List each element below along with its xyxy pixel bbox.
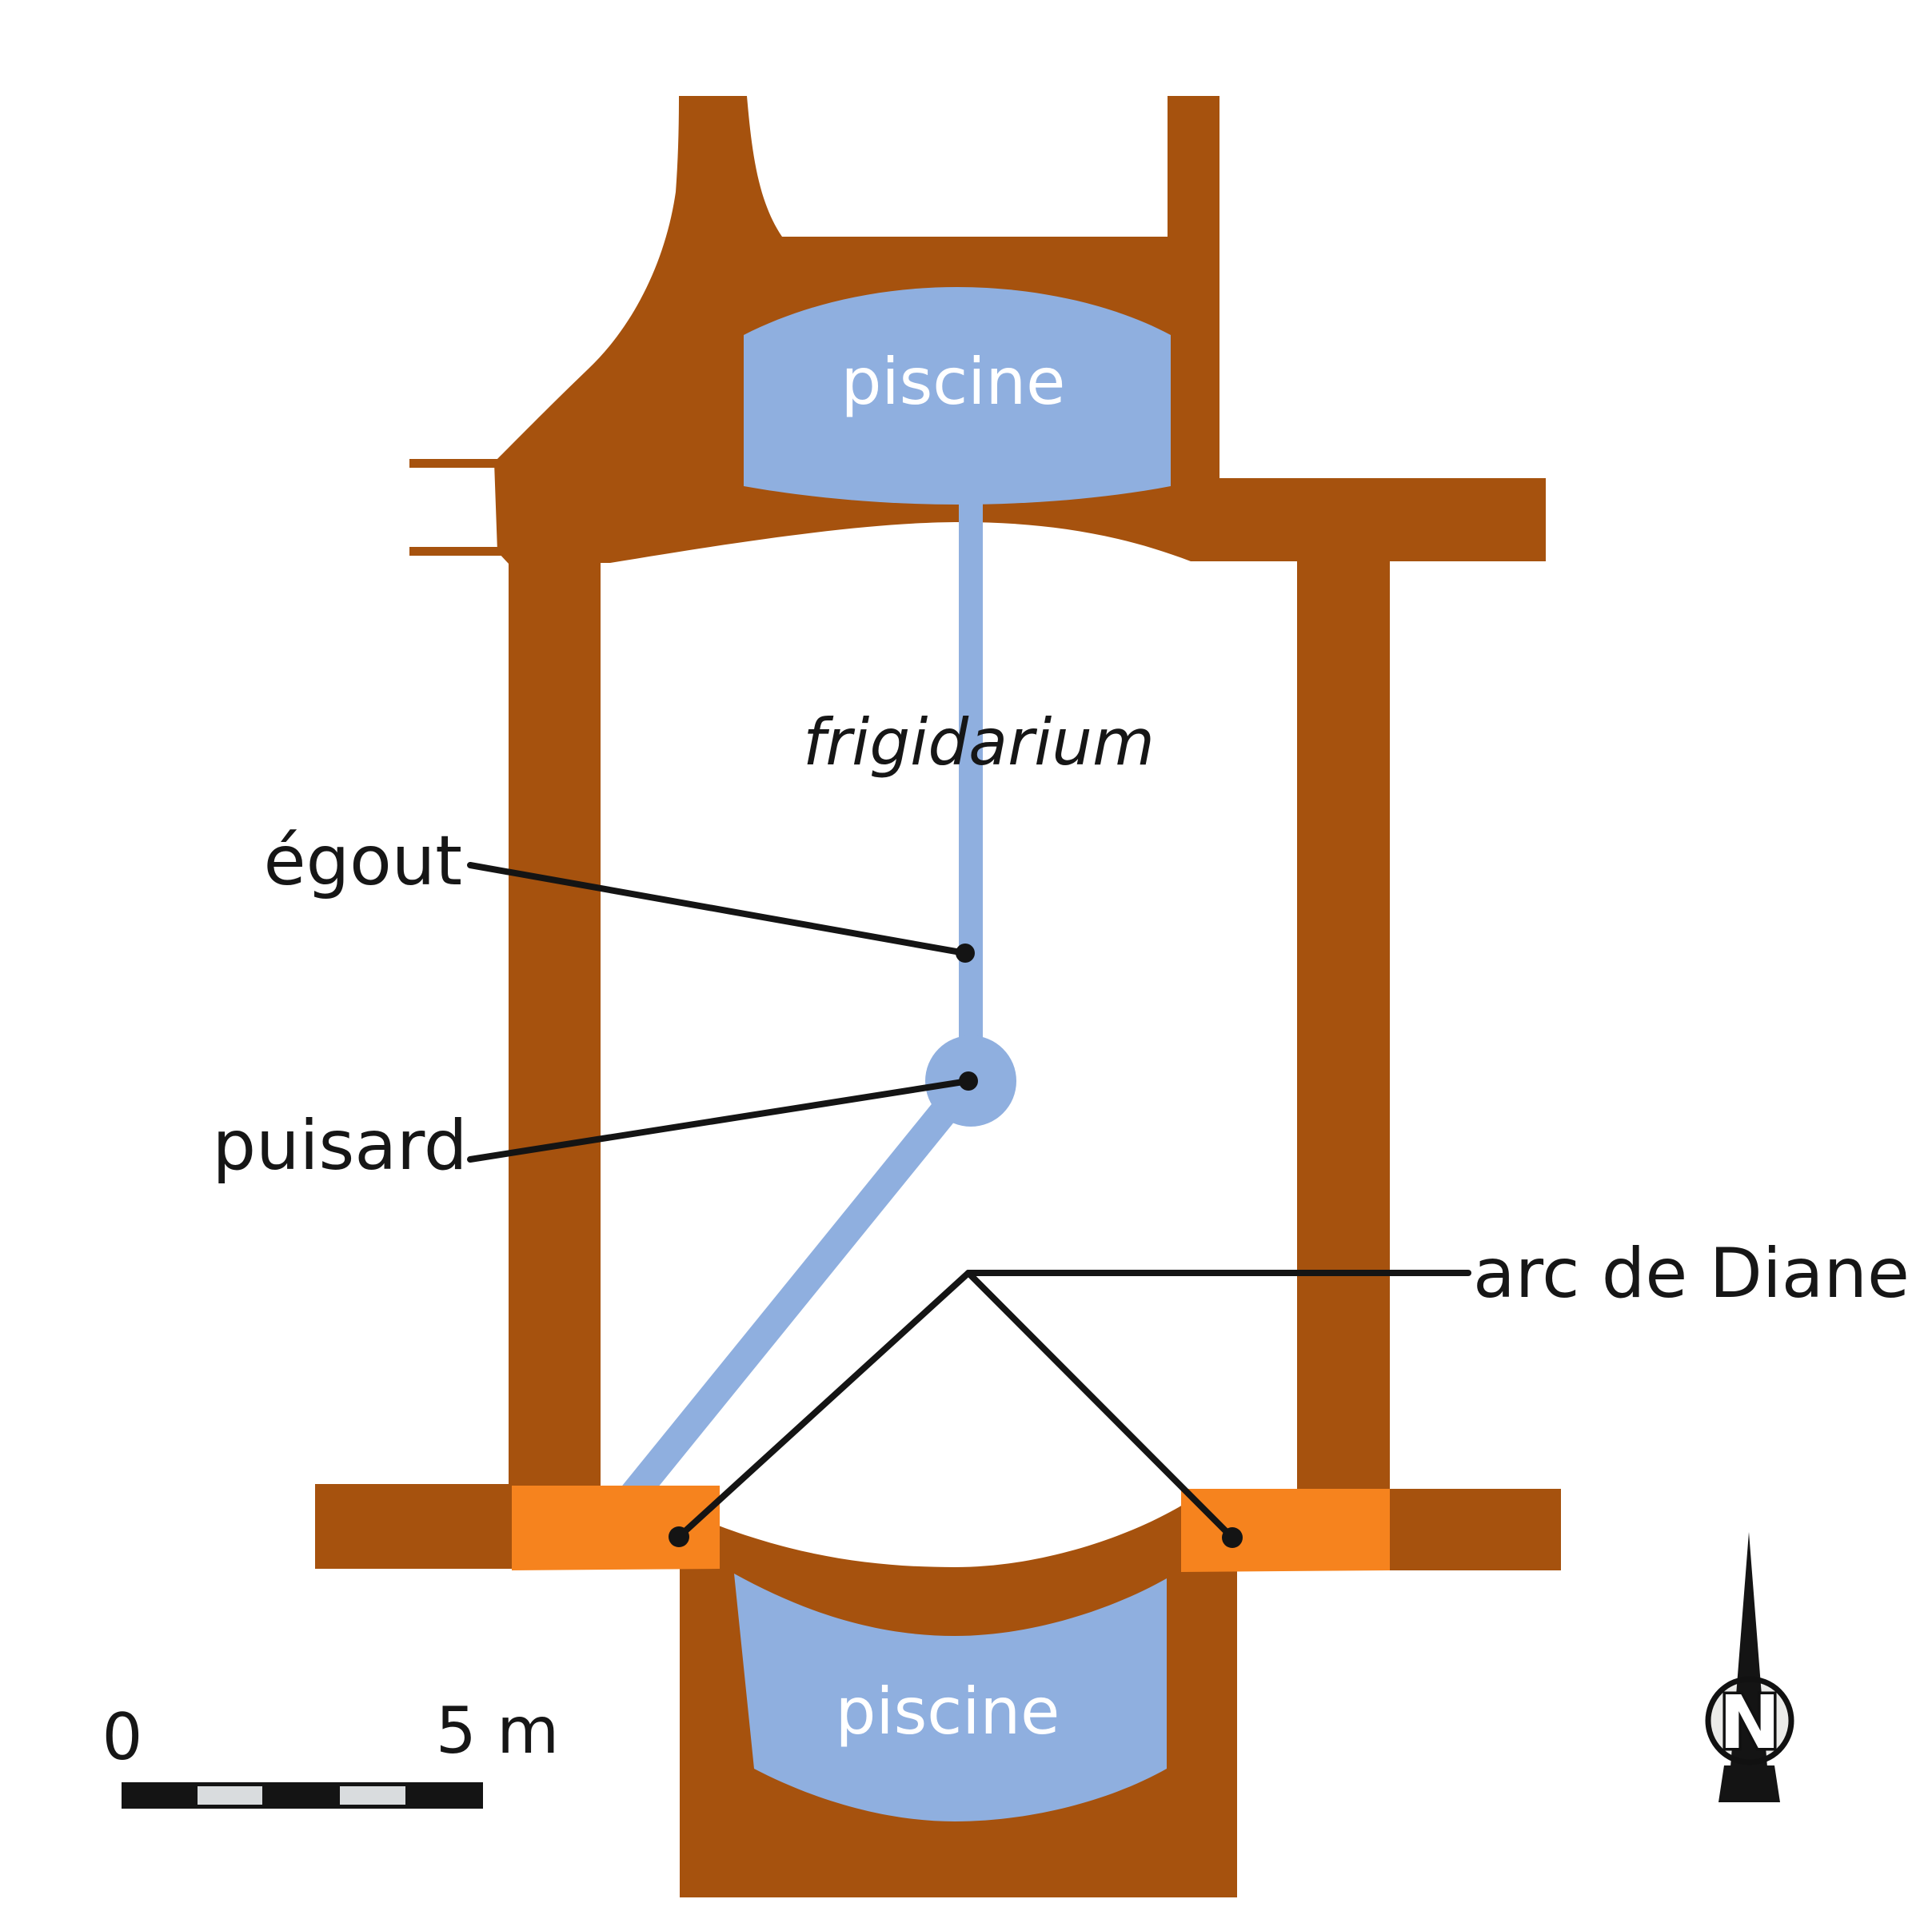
sump-outlet-channel xyxy=(621,1078,975,1506)
north-disc-ring xyxy=(1705,1676,1794,1765)
hall-label: frigidarium xyxy=(803,705,1155,780)
bottom-pool xyxy=(734,1574,1167,1821)
leader-puisard-dot xyxy=(959,1071,978,1091)
scale-bar-segment-2 xyxy=(340,1786,405,1805)
sewer-label: égout xyxy=(264,821,462,901)
leader-arc-west-dot xyxy=(669,1526,689,1547)
drainage-system xyxy=(621,491,1016,1506)
arch-pier-east xyxy=(1181,1489,1390,1572)
scale-end-label: 5 m xyxy=(436,1694,559,1768)
south-wall-east xyxy=(1390,1489,1561,1570)
scale-bar: 0 5 m xyxy=(102,1694,559,1809)
leader-puisard xyxy=(467,1078,972,1163)
leader-egout-dot xyxy=(956,944,975,963)
top-pool xyxy=(744,287,1171,505)
leader-arc-east-dot xyxy=(1222,1527,1243,1548)
north-needle-base xyxy=(1718,1765,1780,1802)
leader-arc-west-branch xyxy=(676,1270,972,1540)
scale-bar-rule xyxy=(122,1782,483,1809)
scale-bar-segment-1 xyxy=(198,1786,262,1805)
leader-arc-east-branch xyxy=(965,1270,1235,1541)
north-label: N xyxy=(1719,1680,1781,1765)
top-pool-label: piscine xyxy=(841,345,1066,419)
north-arrow: N xyxy=(1705,1532,1794,1802)
north-needle xyxy=(1730,1532,1767,1767)
bottom-pool-label: piscine xyxy=(836,1674,1060,1749)
arch-pier-west xyxy=(512,1486,720,1570)
leader-egout xyxy=(467,862,968,956)
door-line-lower xyxy=(409,547,517,556)
sump-label: puisard xyxy=(213,1106,468,1186)
annotation-leaders xyxy=(467,862,1471,1548)
arch-label: arc de Diane xyxy=(1473,1234,1910,1314)
scale-start-label: 0 xyxy=(102,1700,143,1774)
door-line-upper xyxy=(409,459,510,468)
south-wall-west xyxy=(315,1484,512,1569)
